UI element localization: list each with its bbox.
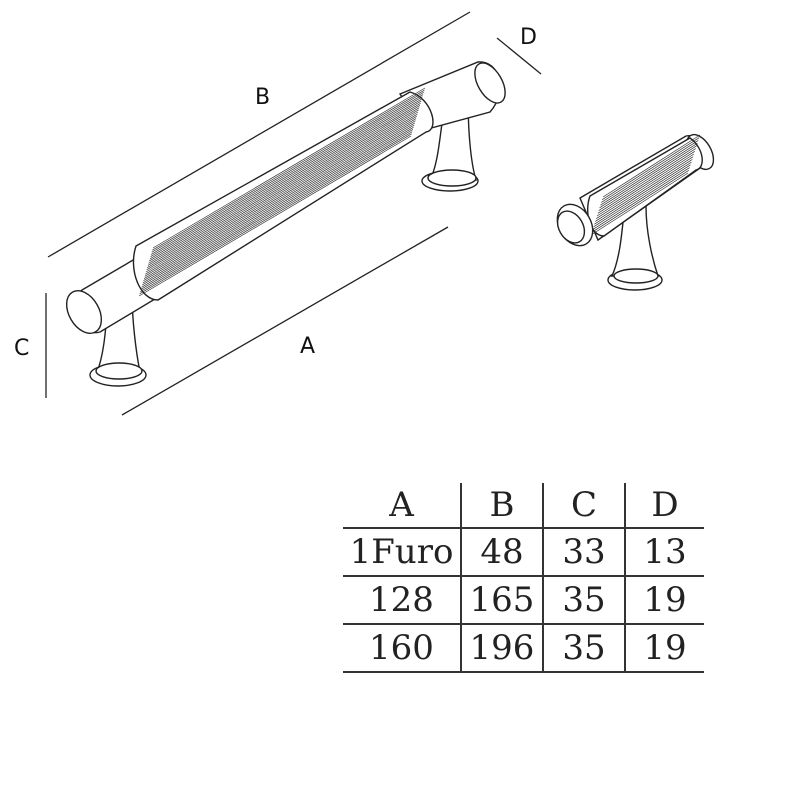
table-cell: 19 [624,576,704,625]
dimension-a-line [121,226,449,416]
header-a: A [343,483,461,529]
table-cell: 196 [460,624,543,673]
table-row: 128 165 35 19 [343,576,704,625]
table-cell: 13 [624,528,704,577]
knurled-grip-knob [590,134,701,236]
knob-drawing [556,133,715,291]
table-cell: 128 [343,576,461,625]
table-cell: 35 [542,624,625,673]
table-header-row: A B C D [343,483,704,529]
dimension-b-label: B [255,85,270,110]
table-row: 160 196 35 19 [343,624,704,673]
table-cell: 160 [343,624,461,673]
knurled-grip-long [138,87,426,297]
table-cell: 33 [542,528,625,577]
knob-foot [607,205,663,291]
table-row: 1Furo 48 33 13 [343,528,704,577]
bar-handle-drawing [65,61,506,387]
header-d: D [624,483,704,529]
header-b: B [460,483,543,529]
table-cell: 165 [460,576,543,625]
table-cell: 35 [542,576,625,625]
dimension-a: A [121,226,449,416]
dimensions-table: A B C D 1Furo 48 33 13 128 165 35 19 160… [343,483,704,673]
dimension-b: B [47,11,471,258]
table-cell: 1Furo [343,528,461,577]
dimension-b-line [47,11,471,258]
dimension-d-line [496,37,542,75]
dimension-a-label: A [300,334,315,359]
dimension-c: C [14,293,47,398]
dimension-d: D [496,25,542,75]
table-cell: 19 [624,624,704,673]
table-cell: 48 [460,528,543,577]
dimension-c-label: C [14,336,29,361]
dimension-d-label: D [520,25,537,50]
header-c: C [542,483,625,529]
